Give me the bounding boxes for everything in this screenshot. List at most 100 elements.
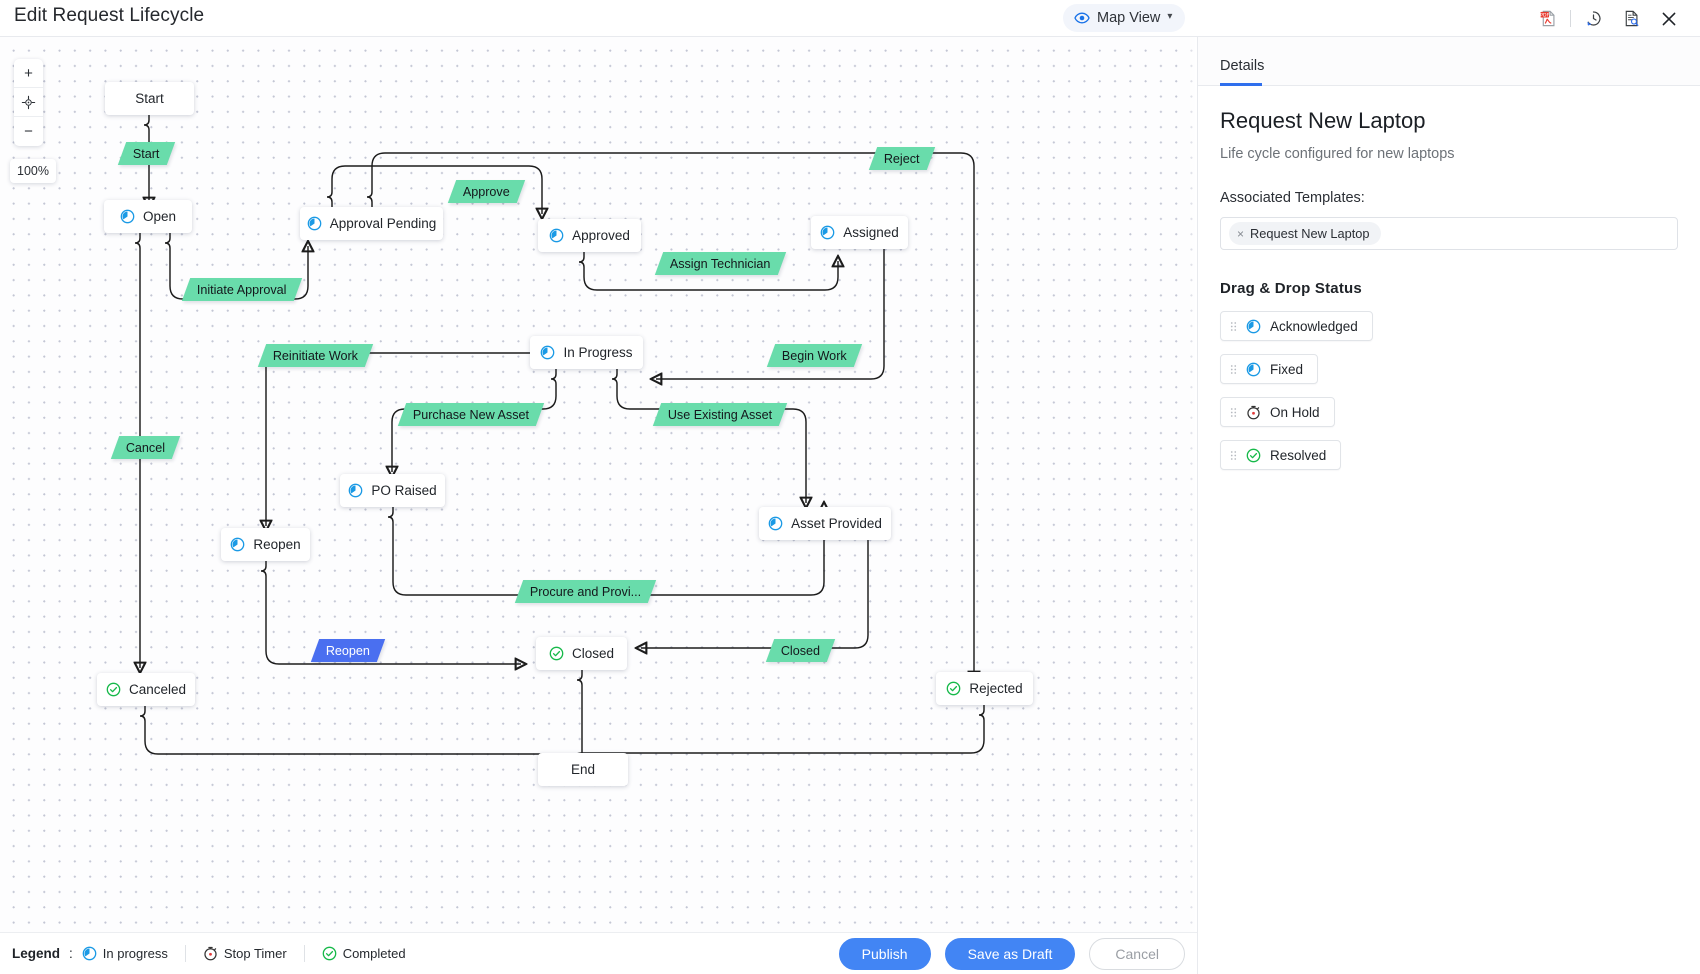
stop-timer-icon (1246, 405, 1261, 420)
node-start[interactable]: Start (105, 82, 194, 115)
drag-handle-icon[interactable] (1230, 449, 1237, 462)
transition-begin-work[interactable]: Begin Work (766, 344, 863, 367)
drag-handle-icon[interactable] (1230, 406, 1237, 419)
status-label: Acknowledged (1270, 318, 1358, 334)
node-closed[interactable]: Closed (536, 637, 627, 670)
drag-handle-icon[interactable] (1230, 363, 1237, 376)
cancel-button[interactable]: Cancel (1089, 937, 1185, 970)
transition-purchase-new-asset[interactable]: Purchase New Asset (397, 403, 545, 426)
node-in-progress[interactable]: In Progress (530, 336, 643, 369)
status-item-acknowledged[interactable]: Acknowledged (1220, 311, 1373, 341)
map-view-label: Map View (1097, 10, 1161, 26)
legend-title: Legend (12, 946, 61, 961)
completed-icon (946, 681, 961, 696)
transition-closed[interactable]: Closed (765, 639, 836, 662)
transition-start[interactable]: Start (117, 142, 175, 165)
status-label: Resolved (1270, 447, 1327, 463)
legend-label: Completed (342, 946, 406, 961)
template-chip[interactable]: × Request New Laptop (1229, 222, 1381, 245)
node-open[interactable]: Open (104, 200, 192, 233)
transition-reject[interactable]: Reject (868, 147, 935, 170)
footer-bar: Legend : In progress Stop Timer (0, 932, 1197, 974)
publish-button[interactable]: Publish (838, 937, 931, 970)
transition-approve[interactable]: Approve (447, 180, 526, 203)
legend: Legend : In progress Stop Timer (12, 945, 406, 962)
node-approved[interactable]: Approved (538, 219, 641, 252)
node-asset-provided[interactable]: Asset Provided (759, 507, 891, 540)
transition-label: Assign Technician (670, 256, 771, 271)
legend-label: In progress (102, 946, 168, 961)
node-assigned[interactable]: Assigned (811, 216, 908, 249)
zoom-in-button[interactable]: + (14, 59, 43, 88)
transition-use-existing-asset[interactable]: Use Existing Asset (652, 403, 788, 426)
reset-view-icon[interactable] (14, 88, 43, 117)
stop-timer-icon (203, 946, 218, 961)
associated-templates-field[interactable]: × Request New Laptop (1220, 217, 1678, 250)
export-pdf-icon[interactable]: PDF (1529, 0, 1567, 37)
transition-label: Initiate Approval (197, 282, 287, 297)
legend-divider (303, 945, 305, 962)
transition-label: Purchase New Asset (413, 407, 530, 422)
drag-drop-status-title: Drag & Drop Status (1220, 280, 1362, 297)
status-item-resolved[interactable]: Resolved (1220, 440, 1342, 470)
document-preview-icon[interactable] (1612, 0, 1650, 37)
transition-label: Reinitiate Work (273, 348, 359, 363)
transition-initiate-approval[interactable]: Initiate Approval (181, 278, 302, 301)
transition-reopen[interactable]: Reopen (310, 639, 386, 662)
completed-icon (106, 682, 121, 697)
node-label: Rejected (969, 681, 1023, 696)
eye-icon (1074, 10, 1090, 26)
status-item-fixed[interactable]: Fixed (1220, 354, 1319, 384)
canvas-edge-fade (1187, 37, 1197, 932)
page-title: Edit Request Lifecycle (14, 5, 205, 26)
transition-procure-and-provide[interactable]: Procure and Provi... (514, 580, 657, 603)
transition-label: Closed (781, 643, 821, 658)
map-view-dropdown[interactable]: Map View ▾ (1063, 4, 1186, 32)
svg-text:PDF: PDF (1540, 13, 1550, 19)
legend-item-completed: Completed (322, 946, 406, 961)
transition-cancel[interactable]: Cancel (110, 436, 181, 459)
node-canceled[interactable]: Canceled (97, 673, 195, 706)
legend-item-stop-timer: Stop Timer (203, 946, 287, 961)
legend-colon: : (69, 946, 73, 961)
legend-item-in-progress: In progress (82, 946, 168, 961)
node-end[interactable]: End (538, 753, 628, 786)
zoom-percent: 100% (10, 159, 56, 183)
node-rejected[interactable]: Rejected (936, 672, 1033, 705)
transition-label: Approve (463, 184, 510, 199)
status-item-on-hold[interactable]: On Hold (1220, 397, 1335, 427)
node-po-raised[interactable]: PO Raised (340, 474, 445, 507)
node-approval-pending[interactable]: Approval Pending (300, 207, 443, 240)
transition-label: Procure and Provi... (530, 584, 642, 599)
tab-details[interactable]: Details (1220, 58, 1268, 86)
lifecycle-canvas[interactable]: + − 100% Start Open App (0, 37, 1197, 932)
save-as-draft-button[interactable]: Save as Draft (944, 937, 1076, 970)
node-label: End (570, 762, 596, 777)
in-progress-icon (768, 516, 783, 531)
zoom-out-button[interactable]: − (24, 123, 33, 140)
in-progress-icon (120, 209, 135, 224)
lifecycle-edges (0, 115, 985, 932)
drag-handle-icon[interactable] (1230, 320, 1237, 333)
transition-label: Reject (884, 151, 920, 166)
in-progress-icon (1246, 319, 1261, 334)
completed-icon (322, 946, 337, 961)
transition-assign-technician[interactable]: Assign Technician (654, 252, 786, 275)
node-label: Start (135, 91, 164, 106)
zoom-controls[interactable]: + − (14, 59, 43, 146)
in-progress-icon (820, 225, 835, 240)
transition-reinitiate-work[interactable]: Reinitiate Work (257, 344, 374, 367)
panel-body: Request New Laptop Life cycle configured… (1198, 86, 1700, 470)
legend-divider (184, 945, 186, 962)
node-label: Closed (571, 646, 615, 661)
legend-label: Stop Timer (223, 946, 287, 961)
node-label: Approval Pending (329, 216, 437, 231)
transition-label: Reopen (326, 643, 371, 658)
footer-actions: Publish Save as Draft Cancel (838, 937, 1185, 970)
close-icon[interactable] (1650, 0, 1688, 37)
version-history-icon[interactable] (1574, 0, 1612, 37)
status-label: Fixed (1270, 361, 1304, 377)
lifecycle-description: Life cycle configured for new laptops (1220, 146, 1455, 162)
close-icon[interactable]: × (1237, 226, 1245, 241)
node-reopen[interactable]: Reopen (221, 528, 310, 561)
